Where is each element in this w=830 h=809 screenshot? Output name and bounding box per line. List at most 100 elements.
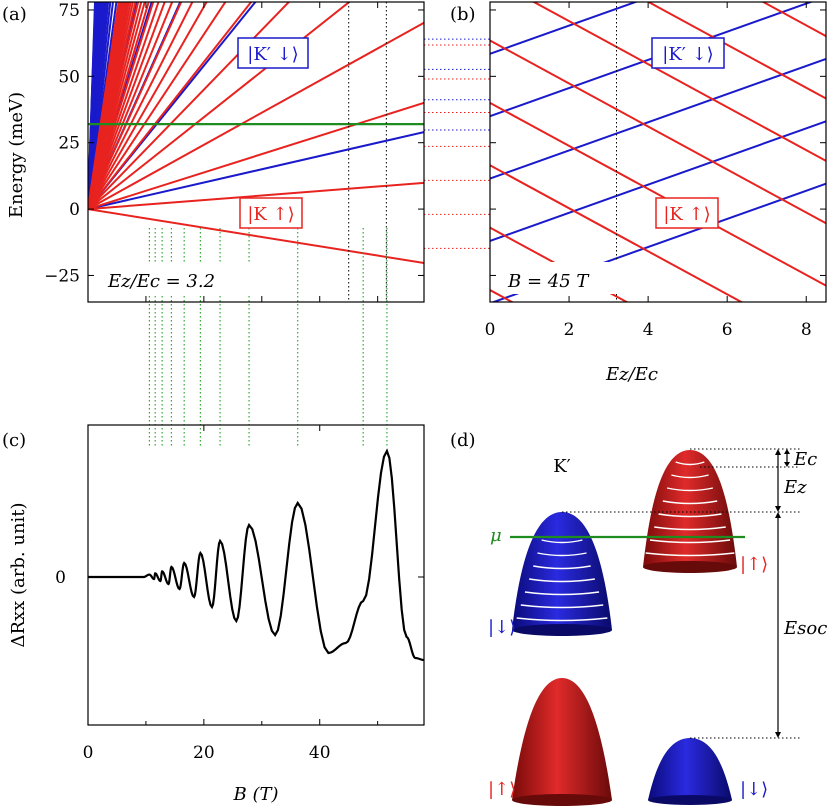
cone-k-level-0 <box>675 461 705 466</box>
panel-b-level-1-4 <box>490 102 826 287</box>
panel-b-level-1-7 <box>646 2 826 100</box>
panel-a-level-1-28 <box>88 2 121 210</box>
panel-b-xtick-label-0: 0 <box>485 320 496 340</box>
panel-d-arrowheads <box>775 449 790 738</box>
panel-a-level-1-7 <box>88 2 227 210</box>
panel-a-level-0-2 <box>88 2 182 210</box>
panel-b-xlabel: Ez/Ec <box>605 364 658 385</box>
panel-c-xtick-label-1: 20 <box>193 743 215 763</box>
cone-k-level-1 <box>671 474 709 479</box>
panel-b-level-1-6 <box>531 2 826 162</box>
panel-a-level-0-25 <box>88 2 98 210</box>
panel-b-xtick-label-2: 4 <box>643 320 654 340</box>
panel-a-level-0-15 <box>88 2 103 210</box>
panel-a-level-0-13 <box>88 2 105 210</box>
cone-k-level-3 <box>662 500 718 505</box>
panel-a-level-0-19 <box>88 2 100 210</box>
panel-a-frame <box>87 1 425 303</box>
panel-a-level-0-0 <box>88 131 424 211</box>
cone-kprime-level-6 <box>516 617 608 622</box>
panel-b-level-0-2 <box>490 58 826 180</box>
panel-c-xtick-label-2: 40 <box>309 743 331 763</box>
panel-a-level-1-27 <box>88 2 123 210</box>
panel-a-level-0-1 <box>88 2 257 210</box>
panel-a-lines <box>88 2 424 302</box>
panel-b-level-1-8 <box>761 2 826 37</box>
field-label-bg <box>500 262 620 294</box>
panel-b-level-1-2 <box>490 226 629 302</box>
panel-d-diagram: K′ K μ <box>488 448 827 806</box>
panel-a-level-1-5 <box>88 2 291 210</box>
panel-a-level-1-12 <box>88 2 166 210</box>
panel-b-level-0-1 <box>490 120 826 242</box>
panel-label-d: (d) <box>450 430 476 451</box>
k-up-box-a <box>239 197 303 229</box>
panel-d-guides <box>562 448 800 739</box>
panel-a-level-1-16 <box>88 2 146 210</box>
kp-down-label-b: |K′ ↓⟩ <box>662 44 713 65</box>
k-up-box-b <box>655 197 719 229</box>
panel-a-level-0-6 <box>88 2 122 210</box>
panel-a-level-0-26 <box>88 2 97 210</box>
panel-a-level-1-6 <box>88 2 253 210</box>
cone-k-down <box>648 738 732 800</box>
panel-b-level-1-3 <box>490 164 744 302</box>
panel-a-ytick-label-1: 0 <box>69 200 80 220</box>
panel-a-level-1-0 <box>88 208 424 264</box>
cone-kprime-up <box>512 678 612 800</box>
panel-a-level-0-27 <box>88 2 97 210</box>
panel-a-level-0-14 <box>88 2 104 210</box>
cone-k-level-6 <box>649 539 731 544</box>
panel-label-a: (a) <box>2 4 27 25</box>
cone-k-down-base <box>648 795 732 805</box>
panel-label-c: (c) <box>2 430 26 451</box>
panel-a-level-0-18 <box>88 2 101 210</box>
panel-a-level-0-12 <box>88 2 106 210</box>
panel-a-level-1-24 <box>88 2 127 210</box>
cone-k-up <box>643 450 737 567</box>
kp-down-box-a <box>237 37 309 69</box>
panel-a-level-1-9 <box>88 2 194 210</box>
panel-a-level-0-21 <box>88 2 99 210</box>
spin-down-label-2: |↓⟩ <box>740 779 768 800</box>
panel-a-level-1-29 <box>88 2 120 210</box>
panel-a-ytick-label-3: 50 <box>58 67 80 87</box>
panel-a-level-1-18 <box>88 2 140 210</box>
panel-b-level-1-5 <box>490 39 826 225</box>
panel-a-level-0-9 <box>88 2 112 210</box>
panel-c-xlabel: B (T) <box>233 784 279 805</box>
panel-a-level-0-22 <box>88 2 99 210</box>
panel-c-curve <box>88 448 424 662</box>
mu-label: μ <box>490 525 502 546</box>
panel-a-level-0-23 <box>88 2 98 210</box>
panel-a-level-0-17 <box>88 2 101 210</box>
spin-up-label-1: |↑⟩ <box>740 554 768 575</box>
panel-a-level-0-16 <box>88 2 102 210</box>
esoc-label: Esoc <box>783 618 827 639</box>
cone-kprime-level-2 <box>533 565 591 570</box>
cone-landau-levels <box>516 461 735 622</box>
panel-ac-dotted-links <box>148 228 388 447</box>
panel-a-level-0-11 <box>88 2 108 210</box>
cone-k-level-2 <box>666 487 714 492</box>
ez-label: Ez <box>783 477 807 498</box>
panel-a-level-0-29 <box>88 2 97 210</box>
cone-k-level-7 <box>645 552 735 557</box>
cone-k-level-5 <box>654 526 726 531</box>
panel-b-xtick-label-3: 6 <box>722 320 733 340</box>
panel-a-ytick-label-0: −25 <box>44 266 80 286</box>
panel-a-level-1-10 <box>88 2 183 210</box>
cone-kprime-down-base <box>512 624 612 636</box>
k-up-label-b: |K ↑⟩ <box>663 204 710 225</box>
panel-a-level-0-24 <box>88 2 98 210</box>
panel-a-ytick-label-4: 75 <box>58 1 80 21</box>
panel-b-lines <box>490 2 826 302</box>
cone-kprime-level-0 <box>541 539 583 544</box>
panel-c-resistance-curve <box>88 448 424 662</box>
panel-a-level-1-23 <box>88 2 128 210</box>
panel-b-level-0-4 <box>490 2 639 55</box>
